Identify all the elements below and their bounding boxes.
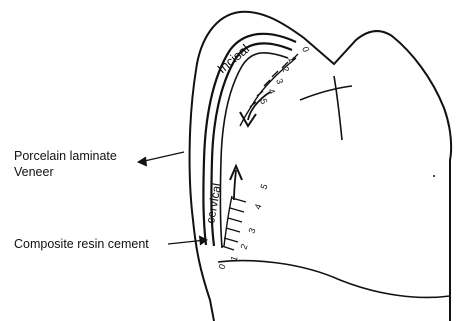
porcelain-leader-head [138,157,147,166]
cervical-tick-labels: 0 1 2 3 4 5 [216,183,269,271]
incisal-tick-0: 0 [300,45,311,53]
composite-resin-label: Composite resin cement [14,236,149,252]
incisal-tick-labels: 0 1 2 3 4 5 [258,45,311,105]
cervical-tick-4: 4 [252,203,263,211]
incisal-tick-2: 2 [280,65,291,73]
cervical-contour [218,261,450,298]
cervical-tick-2: 2 [238,243,249,251]
cervical-tick-5: 5 [258,183,269,191]
porcelain-label-line1: Porcelain laminate [14,148,117,164]
surface-dot [433,175,435,177]
cervical-tick-3: 3 [246,227,257,235]
porcelain-label-line2: Veneer [14,164,117,180]
fissure-line [300,76,352,140]
incisal-tick-3: 3 [274,77,285,85]
cervical-ticks [222,198,246,250]
cervical-tick-0: 0 [216,263,227,271]
porcelain-leader [140,152,184,162]
cervical-arrow [234,170,236,200]
porcelain-veneer-label: Porcelain laminate Veneer [14,148,117,180]
